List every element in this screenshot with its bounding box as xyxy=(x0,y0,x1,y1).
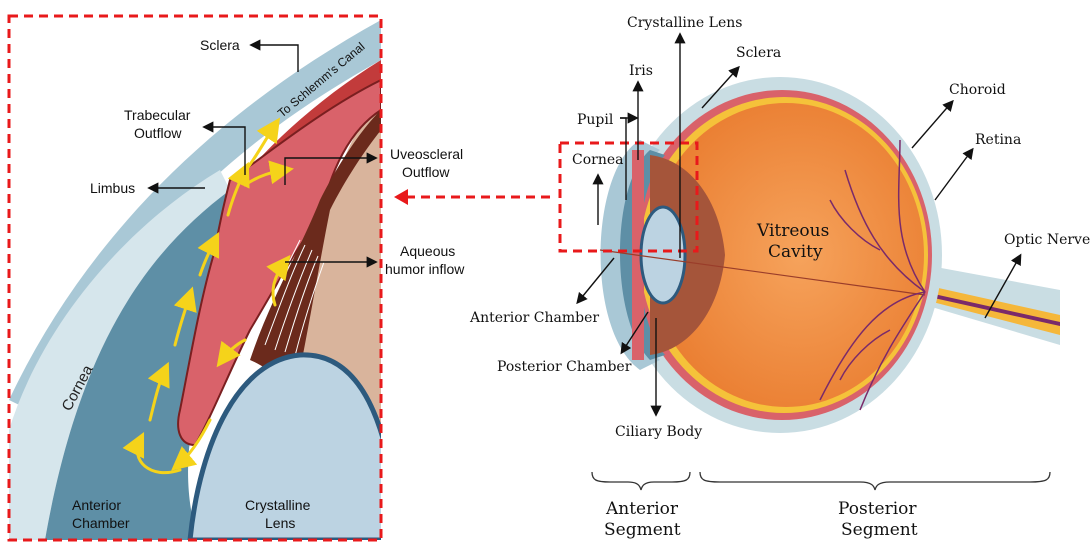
label-retina: Retina xyxy=(975,132,1021,148)
label-aqueous-2: humor inflow xyxy=(385,261,465,277)
label-vitreous-1: Vitreous xyxy=(756,221,829,241)
label-limbus: Limbus xyxy=(90,180,135,196)
label-left-lens-1: Crystalline xyxy=(245,497,311,513)
posterior-segment-brace xyxy=(700,472,1050,490)
connector-arrowhead xyxy=(394,189,408,205)
label-optic-nerve: Optic Nerve xyxy=(1004,232,1090,248)
label-trabecular-outflow-1: Trabecular xyxy=(124,107,191,123)
label-anterior-segment-1: Anterior xyxy=(605,499,679,519)
crystalline-lens xyxy=(641,207,685,303)
segment-braces xyxy=(592,472,1050,490)
label-uveoscleral-outflow-2: Outflow xyxy=(402,164,450,180)
label-posterior-segment-1: Posterior xyxy=(838,499,917,519)
label-crystalline-lens: Crystalline Lens xyxy=(627,15,742,31)
label-anterior-chamber: Anterior Chamber xyxy=(469,310,599,326)
label-left-sclera: Sclera xyxy=(200,37,240,53)
left-zoom-panel xyxy=(9,16,400,540)
label-posterior-chamber: Posterior Chamber xyxy=(497,359,632,375)
label-posterior-segment-2: Segment xyxy=(841,520,918,540)
label-iris: Iris xyxy=(629,63,653,79)
label-anterior-segment-2: Segment xyxy=(604,520,681,540)
label-cornea: Cornea xyxy=(572,152,623,168)
label-uveoscleral-outflow-1: Uveoscleral xyxy=(390,146,463,162)
label-choroid: Choroid xyxy=(949,82,1006,98)
anterior-segment-brace xyxy=(592,472,690,490)
label-sclera: Sclera xyxy=(736,45,781,61)
whole-eye xyxy=(600,77,1060,433)
label-trabecular-outflow-2: Outflow xyxy=(134,125,182,141)
label-ciliary-body: Ciliary Body xyxy=(615,424,702,440)
label-left-anterior-chamber-1: Anterior xyxy=(72,497,121,513)
label-pupil: Pupil xyxy=(577,112,614,128)
label-left-anterior-chamber-2: Chamber xyxy=(72,515,130,531)
label-left-lens-2: Lens xyxy=(265,515,295,531)
label-vitreous-2: Cavity xyxy=(768,242,823,262)
label-aqueous-1: Aqueous xyxy=(400,243,455,259)
